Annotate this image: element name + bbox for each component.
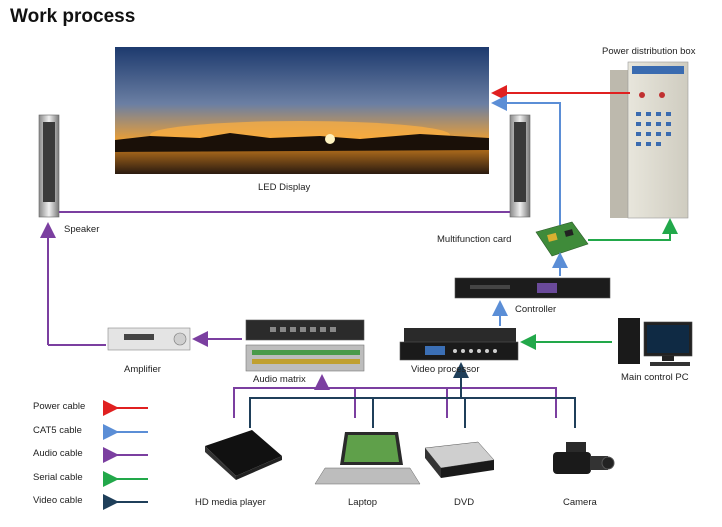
speaker-right-icon (509, 114, 531, 218)
multifunction-card-label: Multifunction card (437, 234, 512, 245)
audio-matrix-icon (245, 319, 365, 372)
video-processor-icon (399, 328, 519, 361)
audio-cable-line (233, 387, 557, 418)
led-display-label: LED Display (258, 182, 311, 193)
speaker-label: Speaker (64, 224, 100, 235)
legend-audio-label: Audio cable (33, 448, 83, 459)
power-distribution-box-icon (610, 61, 689, 219)
video-processor-label: Video processor (411, 364, 480, 375)
controller-icon (454, 277, 611, 299)
legend-power-label: Power cable (33, 401, 86, 412)
main-control-pc-icon (618, 318, 693, 366)
speaker-left-icon (38, 114, 60, 218)
legend-cat5-label: CAT5 cable (33, 425, 82, 436)
controller-label: Controller (515, 304, 557, 315)
camera-icon (553, 442, 615, 474)
camera-label: Camera (563, 497, 597, 508)
cat5-cable-line (491, 95, 561, 225)
legend-serial-label: Serial cable (33, 472, 83, 483)
video-cable-line (249, 397, 576, 428)
legend-video-label: Video cable (33, 495, 83, 506)
amplifier-label: Amplifier (124, 364, 161, 375)
hd-media-player-label: HD media player (195, 497, 266, 508)
dvd-player-icon (424, 441, 495, 478)
led-display-screen (115, 47, 489, 174)
audio-matrix-label: Audio matrix (253, 374, 306, 385)
dvd-label: DVD (454, 497, 475, 508)
serial-cable-line (588, 218, 678, 241)
page-title: Work process (10, 6, 136, 27)
hd-media-player-icon (205, 430, 282, 480)
multifunction-card-icon (535, 221, 589, 257)
power-distribution-box-label: Power distribution box (602, 46, 696, 57)
laptop-label: Laptop (348, 497, 378, 508)
amplifier-icon (107, 327, 191, 351)
laptop-icon (314, 432, 421, 485)
main-control-pc-label: Main control PC (621, 372, 689, 383)
